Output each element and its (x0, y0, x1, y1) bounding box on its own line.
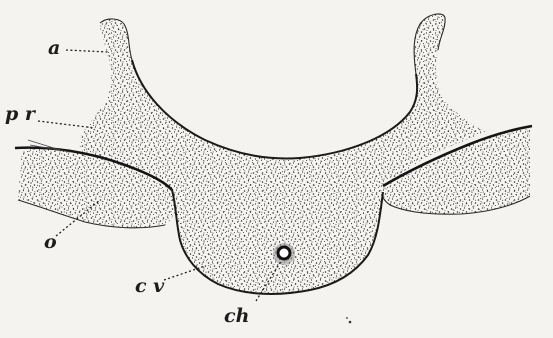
speck (346, 317, 348, 319)
speck (349, 321, 352, 324)
leader-pr (38, 121, 95, 128)
notochord (278, 247, 290, 259)
label-o: o (44, 231, 57, 253)
leader-cv (164, 266, 205, 280)
label-pr: p r (5, 103, 37, 125)
label-cv: c v (135, 275, 165, 297)
label-ch: ch (224, 305, 249, 327)
leader-a (66, 50, 108, 52)
label-a: a (48, 37, 60, 59)
